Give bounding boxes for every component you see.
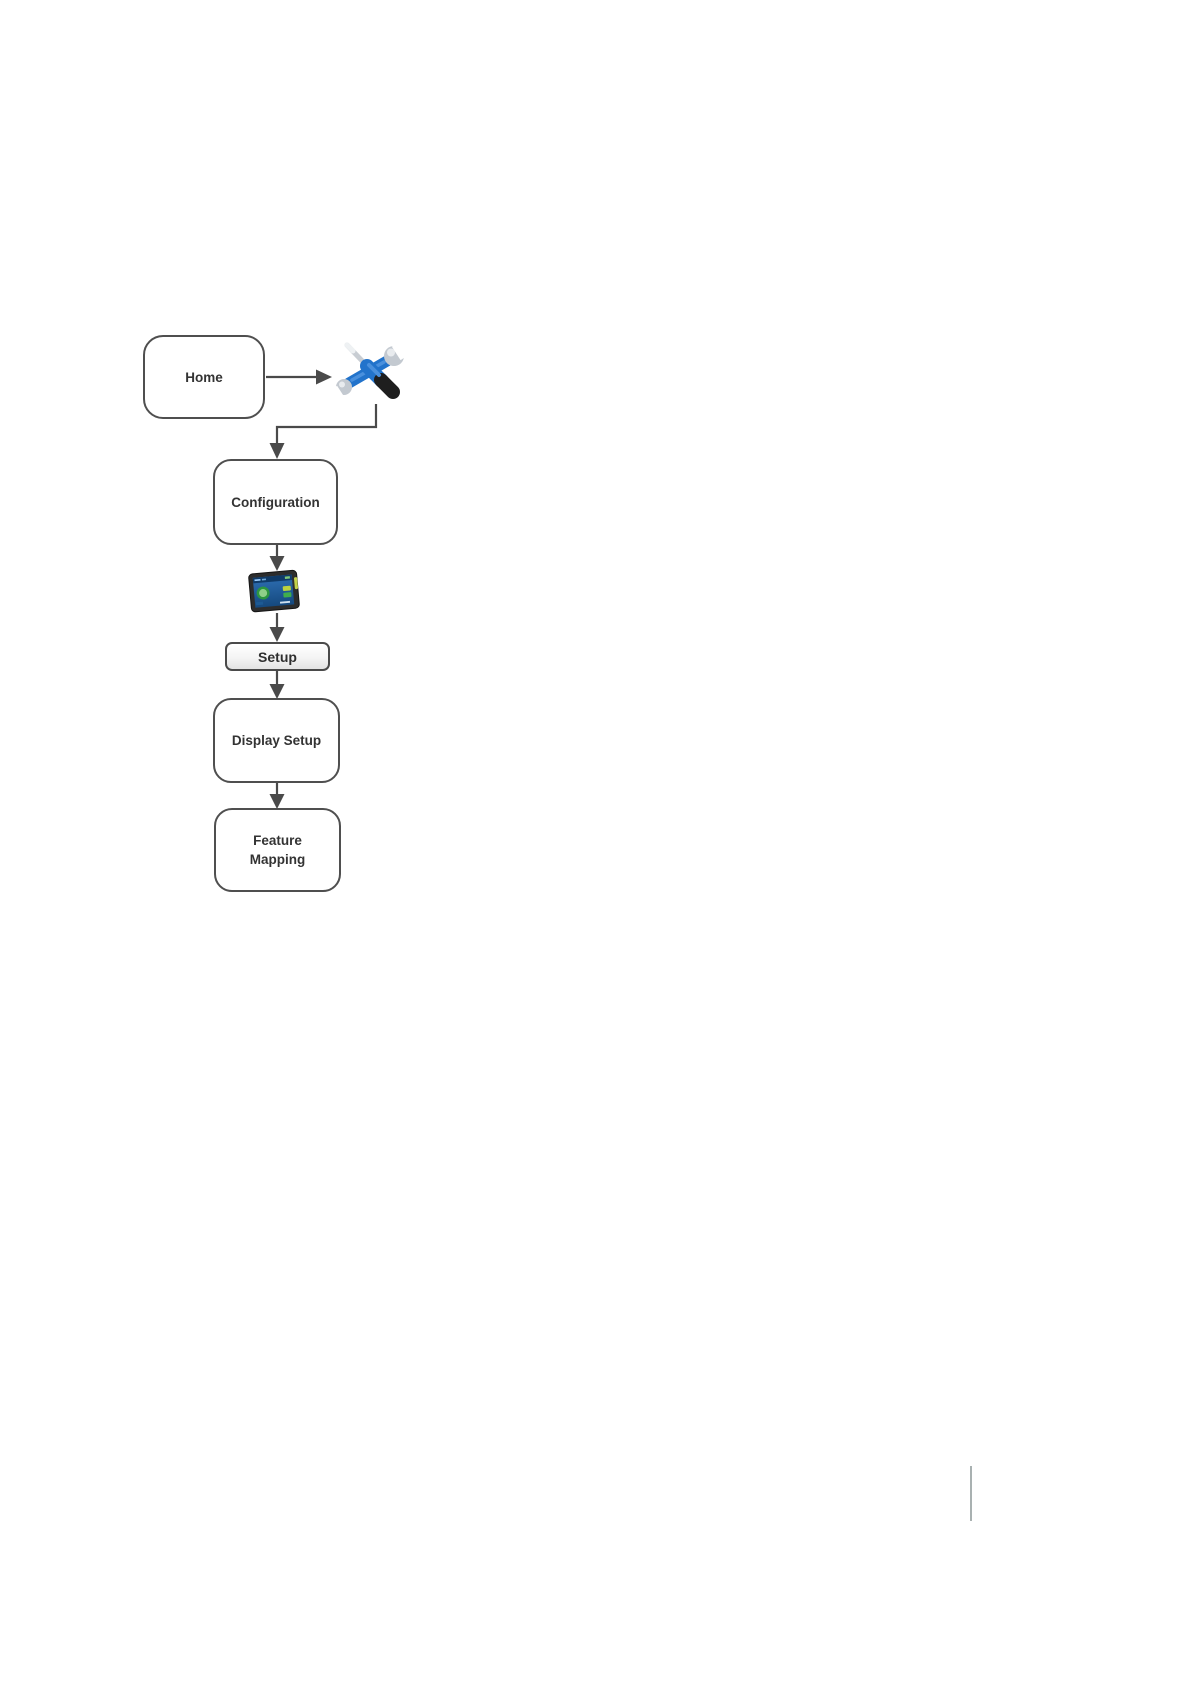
connector-tools-to-configuration [275, 404, 378, 443]
flow-node-label: Feature Mapping [249, 833, 306, 867]
arrowhead-down-5 [269, 794, 285, 809]
arrowhead-down-3 [269, 627, 285, 642]
flow-node-display-setup: Display Setup [213, 698, 340, 783]
arrowhead-down-4 [269, 684, 285, 699]
flow-node-feature-mapping: Feature Mapping [214, 808, 341, 892]
flow-node-home: Home [143, 335, 265, 419]
arrowhead-down-1 [269, 443, 285, 459]
display-device-icon [246, 567, 304, 615]
flow-node-configuration: Configuration [213, 459, 338, 545]
flow-node-label: Setup [258, 648, 297, 665]
flow-node-label: Configuration [231, 494, 320, 510]
tools-icon [330, 336, 410, 406]
footer-divider-line [970, 1466, 972, 1521]
flow-node-label: Home [185, 369, 223, 385]
flow-node-setup-button: Setup [225, 642, 330, 671]
flow-node-label: Display Setup [231, 733, 322, 748]
arrowhead-right [316, 369, 332, 385]
